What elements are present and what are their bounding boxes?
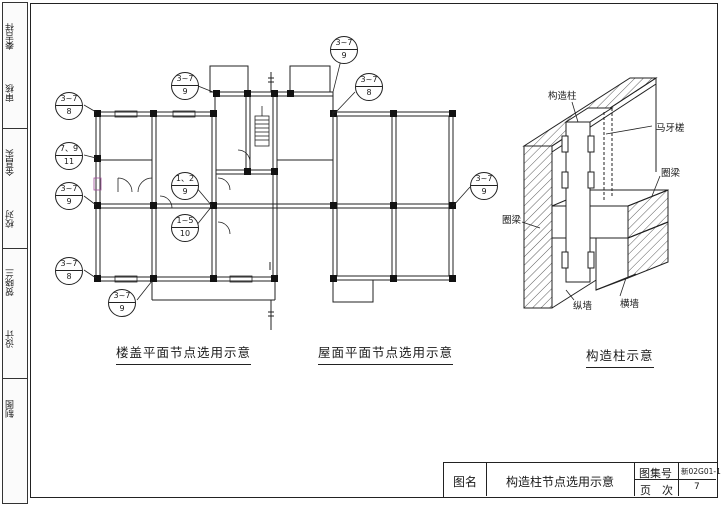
callout-bubble: 1、2 9 — [171, 172, 199, 200]
page-label-cell: 页 次 — [634, 479, 679, 497]
title-name-label-cell: 图名 — [444, 463, 487, 496]
callout-bubble: 3~7 8 — [355, 73, 383, 101]
title-name-cell: 构造柱节点选用示意 — [486, 463, 635, 496]
callout-bubble: 3~7 9 — [171, 72, 199, 100]
sidebar-cell-design: 贺晓兰 设计 — [3, 248, 27, 378]
callout-bottom: 8 — [66, 107, 72, 116]
title-name-label: 图名 — [453, 475, 478, 489]
callout-bubble: 3~7 9 — [108, 289, 136, 317]
callout-bubble: 3~7 9 — [470, 172, 498, 200]
transverse-wall-label: 横墙 — [620, 299, 640, 310]
signature-strip: 秦吉祥 审核 金昌实 校对 贺晓兰 设计 制图 — [2, 2, 28, 504]
callout-top: 3~7 — [471, 173, 497, 186]
callout-bottom: 9 — [182, 187, 188, 196]
ring-beam-left-label: 圈梁 — [502, 215, 522, 226]
callout-top: 1、2 — [172, 173, 198, 186]
atlas-value: 新02G01-1 — [681, 467, 721, 476]
callout-bubble: 3~7 9 — [55, 182, 83, 210]
ring-beam-right-label: 圈梁 — [661, 168, 681, 179]
callout-bubble: 3~7 8 — [55, 92, 83, 120]
callout-top: 3~7 — [356, 74, 382, 87]
callout-bottom: 9 — [481, 187, 487, 196]
callout-bottom: 11 — [63, 157, 75, 166]
callout-bubble: 3~7 9 — [330, 36, 358, 64]
column-label: 构造柱 — [548, 91, 577, 102]
callout-bubble: 3~7 8 — [55, 257, 83, 285]
callout-bottom: 10 — [179, 229, 191, 238]
atlas-label: 图集号 — [639, 467, 672, 480]
callout-bottom: 8 — [366, 88, 372, 97]
callout-top: 3~7 — [56, 258, 82, 271]
title-name: 构造柱节点选用示意 — [506, 475, 615, 489]
atlas-value-cell: 新02G01-1 — [678, 463, 721, 480]
atlas-label-cell: 图集号 — [634, 463, 679, 480]
callout-bottom: 9 — [66, 197, 72, 206]
sidebar-cell-check: 金昌实 校对 — [3, 128, 27, 248]
roof-plan-caption: 屋面平面节点选用示意 — [318, 342, 454, 365]
callout-top: 3~7 — [56, 93, 82, 106]
drawing-frame — [30, 3, 718, 498]
callout-top: 3~7 — [331, 37, 357, 50]
page-value-cell: 7 — [678, 479, 716, 496]
callout-top: 1~5 — [172, 215, 198, 228]
column-view-caption: 构造柱示意 — [586, 345, 654, 368]
callout-bottom: 9 — [182, 87, 188, 96]
longitudinal-wall-label: 纵墙 — [573, 301, 593, 312]
callout-bottom: 8 — [66, 272, 72, 281]
callout-bubble: 1~5 10 — [171, 214, 199, 242]
callout-bottom: 9 — [119, 304, 125, 313]
callout-bubble: 7、9 11 — [55, 142, 83, 170]
callout-top: 3~7 — [172, 73, 198, 86]
toothed-edge-label: 马牙槎 — [656, 123, 685, 134]
callout-top: 7、9 — [56, 143, 82, 156]
sidebar-cell-draft: 制图 — [3, 378, 27, 503]
page-label: 页 次 — [640, 484, 673, 497]
roof-plan — [277, 110, 456, 303]
page-value: 7 — [694, 482, 700, 492]
floor-plan-caption: 楼盖平面节点选用示意 — [116, 342, 252, 365]
callout-top: 3~7 — [109, 290, 135, 303]
callout-bottom: 9 — [341, 51, 347, 60]
title-block: 图名 构造柱节点选用示意 图集号 新02G01-1 页 次 7 — [443, 462, 721, 498]
callout-top: 3~7 — [56, 183, 82, 196]
